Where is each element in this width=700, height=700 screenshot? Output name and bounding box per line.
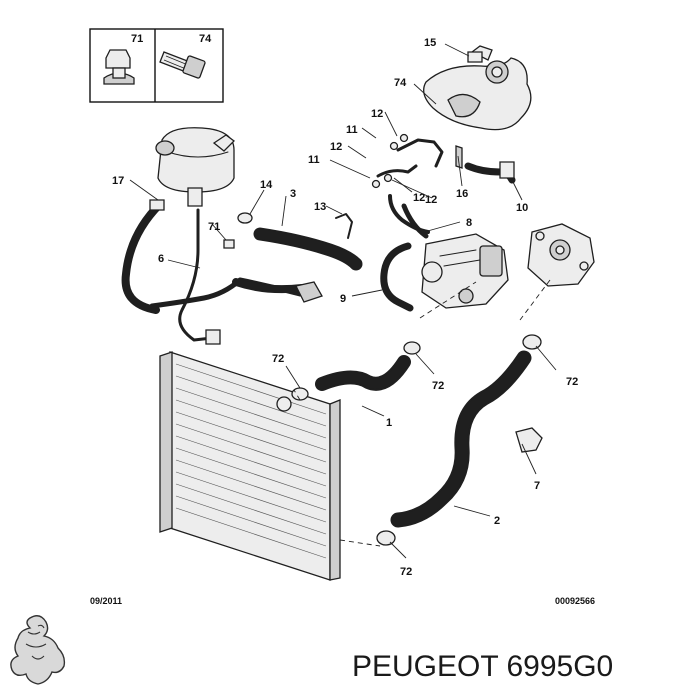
callout-11: 11: [346, 124, 358, 136]
callout-2: 2: [494, 515, 500, 527]
callout-1: 1: [386, 417, 392, 429]
clip-part-13: [335, 213, 353, 239]
vent-hose: [178, 208, 214, 342]
callout-10: 10: [516, 202, 528, 214]
bleed-screw-icon: [103, 49, 135, 85]
callout-8: 8: [466, 217, 472, 229]
thermostat-housing: [421, 233, 509, 309]
sensor-part-7: [515, 427, 543, 453]
clip-part-15: [467, 51, 483, 63]
bleed-screw-71: [223, 239, 235, 249]
diagram-reference: 00092566: [555, 596, 595, 606]
turbo-coolant-pipes: [371, 133, 516, 234]
callout-7: 7: [534, 480, 540, 492]
peugeot-lion-icon: [10, 615, 66, 685]
callout-14: 14: [260, 179, 273, 191]
water-outlet-housing: [527, 223, 595, 287]
diagram-date: 09/2011: [90, 596, 122, 606]
bolt-icon: [159, 51, 206, 79]
radiator: [159, 351, 341, 581]
callout-9: 9: [340, 293, 346, 305]
brand-caption: PEUGEOT 6995G0: [352, 650, 613, 683]
turbocharger: [423, 45, 532, 131]
callout-16: 16: [456, 188, 468, 200]
callout-12: 12: [371, 108, 383, 120]
callout-3: 3: [290, 188, 296, 200]
callout-71: 71: [208, 221, 220, 233]
callout-72: 72: [432, 380, 444, 392]
callout-12: 12: [425, 194, 437, 206]
callout-72: 72: [566, 376, 578, 388]
hose-part-17: [121, 200, 164, 314]
fastener-inset: 71 74: [89, 28, 224, 103]
hose-part-9: [380, 242, 414, 312]
leader-lines: [129, 43, 557, 559]
callout-15: 15: [424, 37, 436, 49]
callout-74: 74: [394, 77, 407, 89]
callout-11: 11: [308, 154, 320, 166]
expansion-tank: [155, 127, 235, 207]
o-ring-14: [237, 212, 253, 224]
callout-17: 17: [112, 175, 124, 187]
callout-6: 6: [158, 253, 164, 265]
inset-label-71: 71: [131, 33, 143, 45]
callout-72: 72: [400, 566, 412, 578]
inset-label-74: 74: [199, 33, 212, 45]
callout-12: 12: [413, 192, 425, 204]
hose-part-8: [401, 203, 429, 239]
callout-13: 13: [314, 201, 326, 213]
callout-labels: 15 74 12 11 12 11 12 16 12 10 17 14 3 13…: [112, 37, 578, 578]
callout-72: 72: [272, 353, 284, 365]
callout-12: 12: [330, 141, 342, 153]
